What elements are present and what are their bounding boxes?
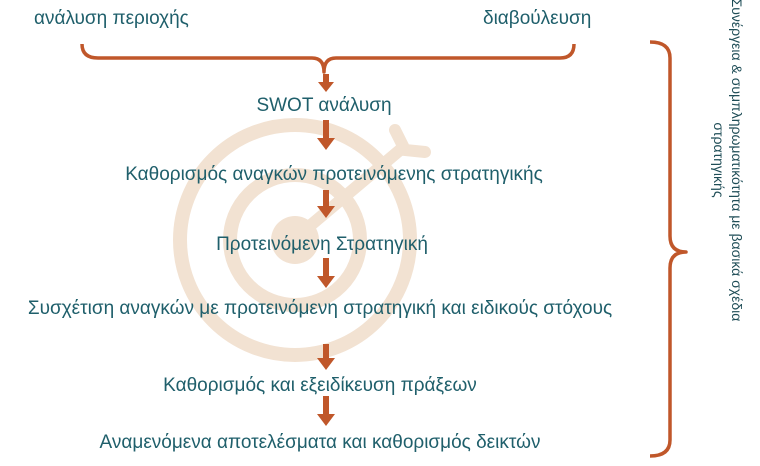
top-right-label: διαβούλευση [483, 8, 592, 29]
arrow-down-4-icon [317, 258, 335, 288]
top-brace [80, 43, 576, 74]
arrow-down-6-icon [317, 396, 335, 426]
side-note: Συνέργεια & συμπληρωματικότητα με βασικά… [711, 0, 745, 322]
step-correlation: Συσχέτιση αναγκών με προτεινόμενη στρατη… [27, 298, 613, 319]
top-left-label: ανάλυση περιοχής [34, 8, 189, 29]
arrow-down-5-icon [317, 344, 335, 370]
arrow-down-1-icon [318, 74, 334, 92]
step-needs: Καθορισμός αναγκών προτεινόμενης στρατηγ… [125, 164, 543, 185]
arrow-down-2-icon [317, 120, 335, 150]
step-swot: SWOT ανάλυση [256, 95, 392, 116]
arrow-down-3-icon [317, 190, 335, 218]
step-strategy: Προτεινόμενη Στρατηγική [216, 234, 428, 255]
right-brace [649, 40, 688, 458]
step-results: Αναμενόμενα αποτελέσματα και καθορισμός … [99, 432, 541, 453]
step-actions: Καθορισμός και εξειδίκευση πράξεων [163, 375, 477, 396]
